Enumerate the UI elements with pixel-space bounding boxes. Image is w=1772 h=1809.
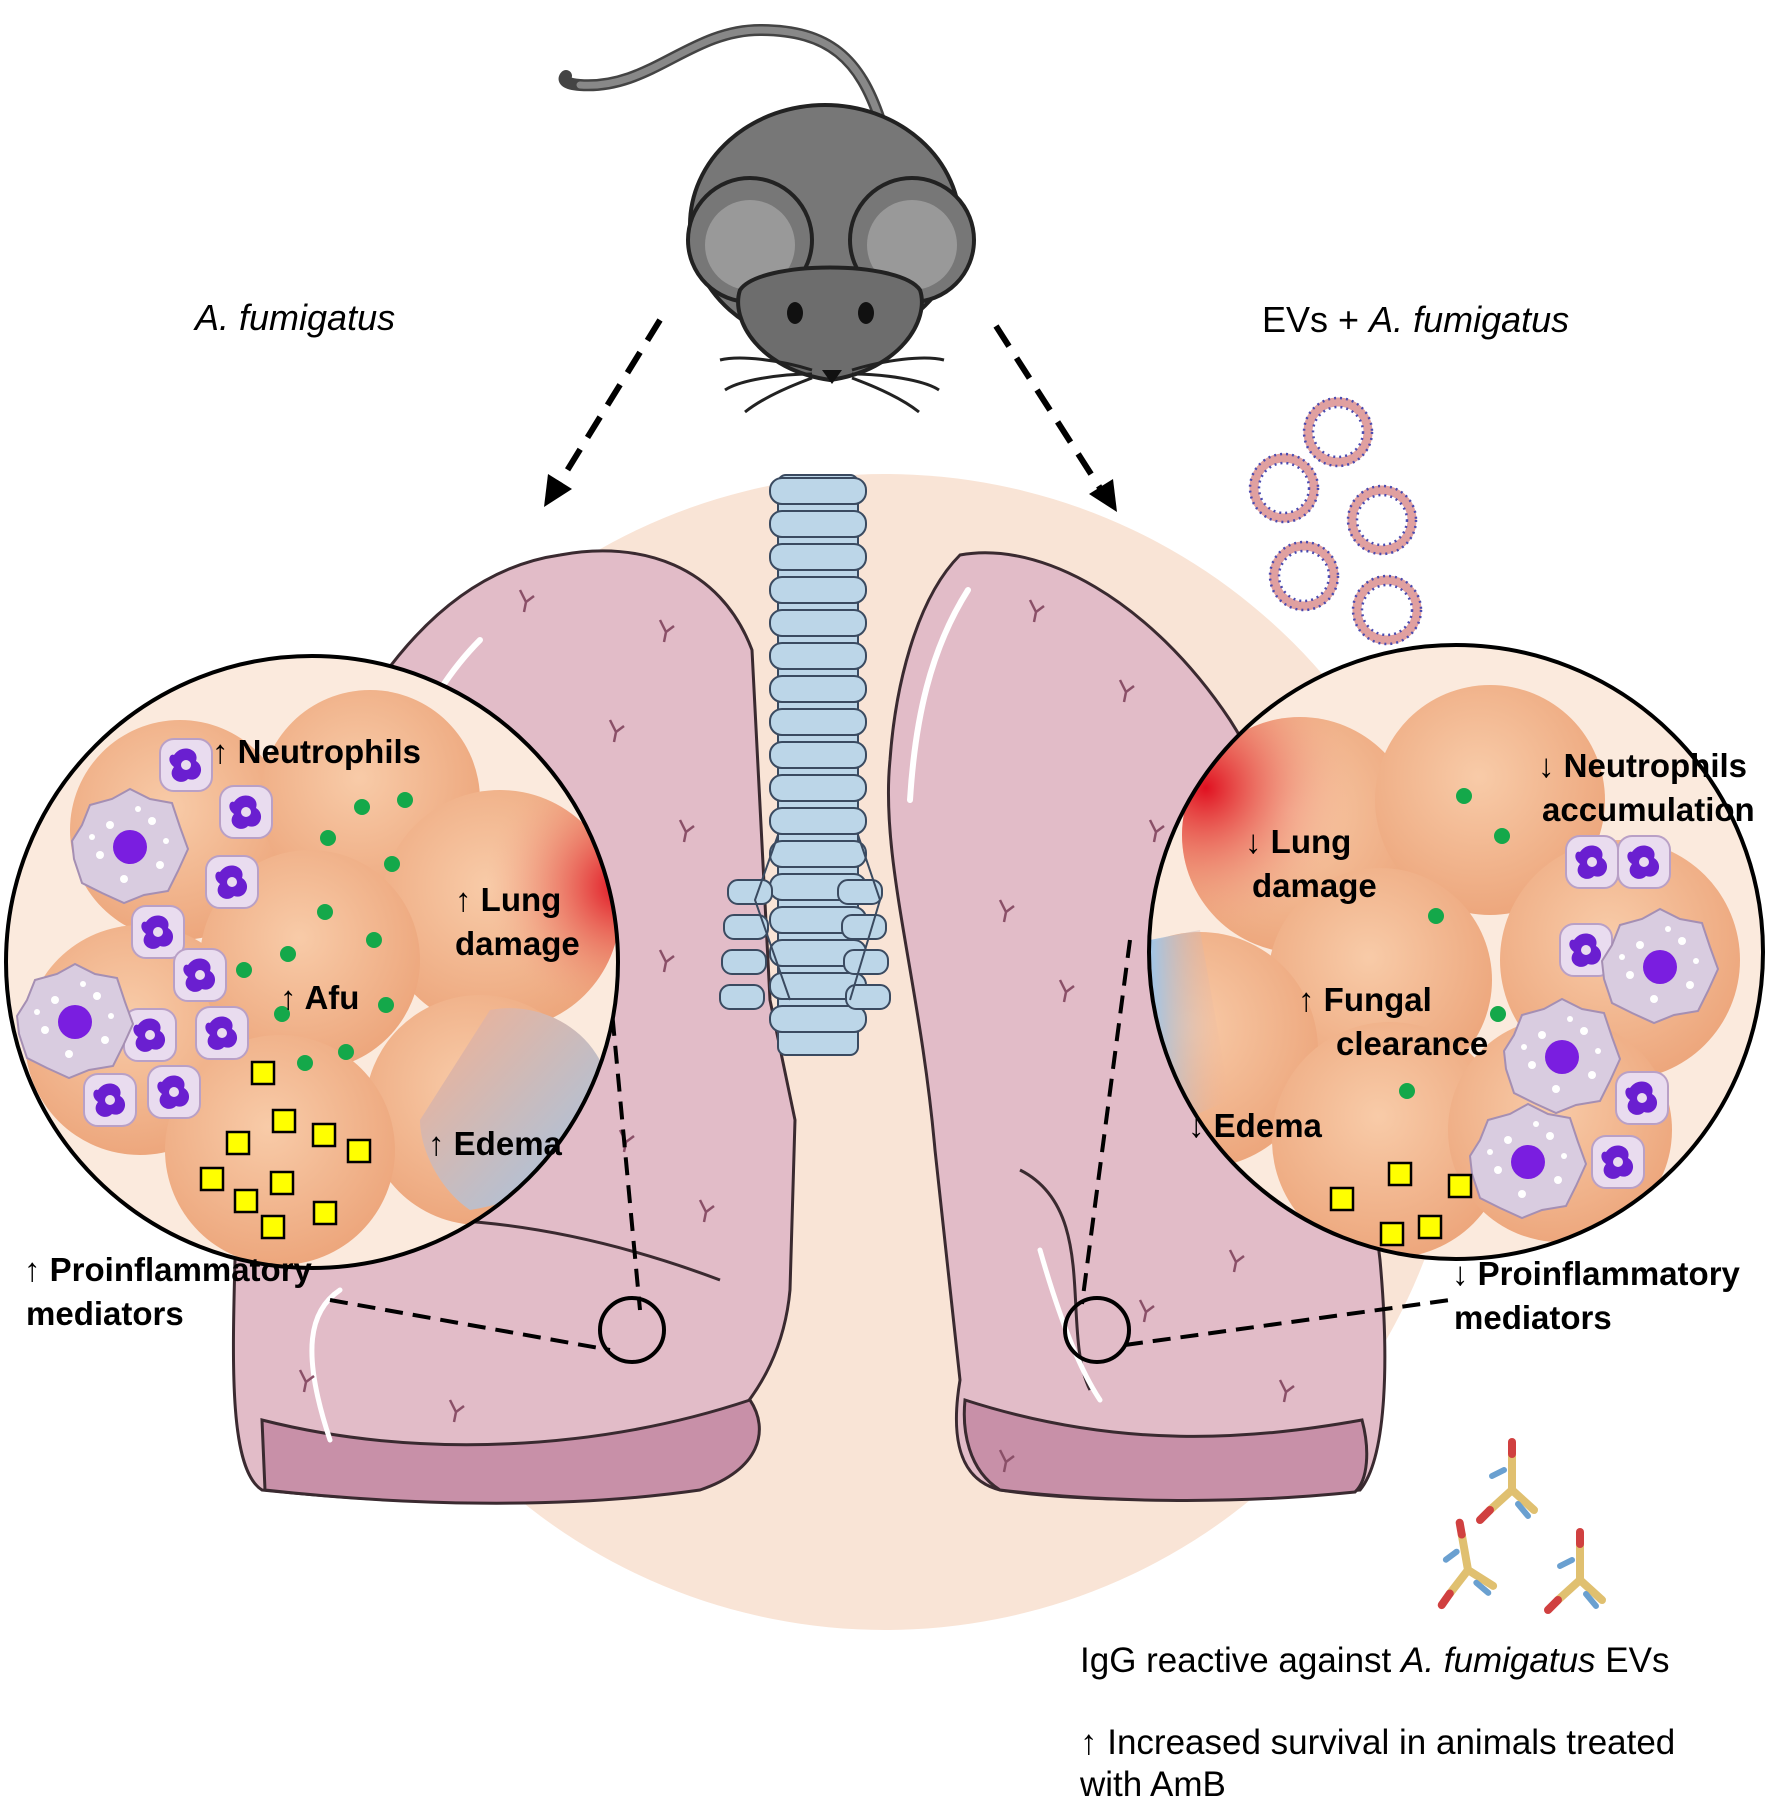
right-mediators-label-1: ↓ Proinflammatory [1452, 1255, 1740, 1292]
survival-note-2: with AmB [1080, 1765, 1226, 1804]
igg-prefix: IgG reactive against [1080, 1641, 1401, 1680]
trachea-icon [719, 474, 891, 1056]
bronchus-ring [845, 984, 891, 1010]
right-fungal-label-1: ↑ Fungal [1298, 981, 1432, 1018]
right-lung-damage-label-1: ↓ Lung [1245, 823, 1352, 860]
zoom-circle-left [598, 1296, 666, 1364]
right-neutrophils-label-1: ↓ Neutrophils [1538, 747, 1748, 784]
mouse-icon [558, 23, 976, 414]
igg-suffix: EVs [1595, 1641, 1670, 1680]
survival-note-1: ↑ Increased survival in animals treated [1080, 1723, 1676, 1762]
trachea-ring [769, 510, 867, 538]
trachea-ring [769, 609, 867, 637]
trachea-ring [769, 642, 867, 670]
bronchus-ring [843, 949, 889, 975]
right-neutrophils-label-2: accumulation [1542, 791, 1755, 828]
left-condition-label: A. fumigatus [195, 297, 396, 338]
trachea-ring [769, 477, 867, 505]
right-condition-prefix: EVs + [1262, 299, 1370, 340]
bronchus-ring [721, 949, 767, 975]
zoom-circle-right [1063, 1296, 1131, 1364]
left-edema-label: ↑ Edema [428, 1125, 562, 1162]
dashed-arrows [557, 318, 1103, 490]
fungus-dots [236, 792, 413, 1071]
bronchus-ring [719, 984, 765, 1010]
right-mediators-label-2: mediators [1454, 1299, 1612, 1336]
trachea-ring [769, 708, 867, 736]
fungus-dots [1399, 788, 1510, 1099]
trachea-ring [769, 774, 867, 802]
igg-note: IgG reactive against A. fumigatus EVs [1080, 1640, 1669, 1682]
right-fungal-label-2: clearance [1336, 1025, 1489, 1062]
right-lung-damage-label-2: damage [1252, 867, 1377, 904]
left-mediators-label-1: ↑ Proinflammatory [24, 1251, 312, 1288]
trachea-ring [769, 741, 867, 769]
mediator-squares [199, 1060, 372, 1240]
trachea-ring [769, 840, 867, 868]
right-condition-species: A. fumigatus [1369, 299, 1570, 340]
left-inset [4, 654, 620, 1270]
trachea-ring [769, 576, 867, 604]
left-mediators-label-2: mediators [26, 1295, 184, 1332]
zoom-lines [329, 939, 1451, 1352]
igg-species: A. fumigatus [1401, 1641, 1596, 1680]
bronchus-ring [727, 879, 773, 905]
trachea-ring [769, 1005, 867, 1033]
mediator-squares [1329, 1161, 1473, 1247]
trachea-ring [769, 543, 867, 571]
antibody-icon [1428, 1442, 1602, 1610]
left-neutrophils-label: ↑ Neutrophils [212, 733, 422, 770]
left-afu-label: ↑ Afu [280, 979, 360, 1016]
left-lung-damage-label-1: ↑ Lung [455, 881, 562, 918]
extracellular-vesicle-icon [1250, 398, 1421, 644]
bronchus-ring [841, 914, 887, 940]
left-lung-damage-label-2: damage [455, 925, 580, 962]
bronchus-ring [723, 914, 769, 940]
bronchus-ring [837, 879, 883, 905]
right-condition-label: EVs + A. fumigatus [1262, 298, 1569, 342]
arrow-head-left [544, 474, 572, 507]
arrow-head-right [1089, 479, 1117, 512]
right-edema-label: ↓ Edema [1188, 1107, 1322, 1144]
right-inset [1147, 643, 1765, 1261]
trachea-ring [769, 675, 867, 703]
trachea-ring [769, 807, 867, 835]
